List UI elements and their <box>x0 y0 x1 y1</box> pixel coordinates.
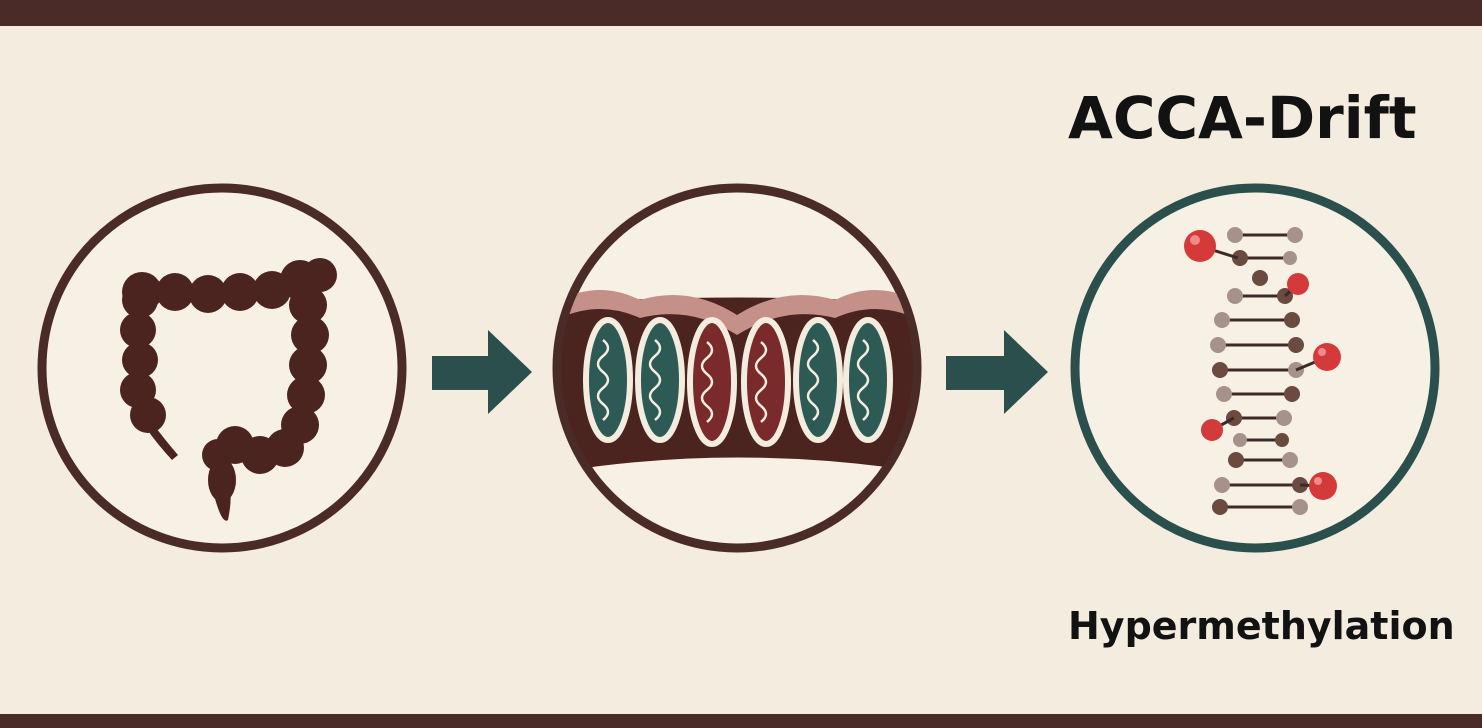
arrow-right-icon <box>946 330 1048 414</box>
dna-panel <box>1070 183 1440 553</box>
colon-panel <box>37 183 407 553</box>
dna-methylation-icon <box>1184 227 1341 515</box>
crypt-tissue-icon <box>561 290 913 475</box>
dna-circle <box>1070 183 1440 553</box>
bottom-frame-bar <box>0 714 1482 728</box>
crypt-panel <box>552 183 922 553</box>
colon-icon <box>120 258 337 521</box>
arrow-right-icon <box>432 330 532 414</box>
top-frame-bar <box>0 0 1482 26</box>
dna-caption: Hypermethylation <box>1068 604 1455 648</box>
diagram-title: ACCA-Drift <box>1068 84 1417 152</box>
